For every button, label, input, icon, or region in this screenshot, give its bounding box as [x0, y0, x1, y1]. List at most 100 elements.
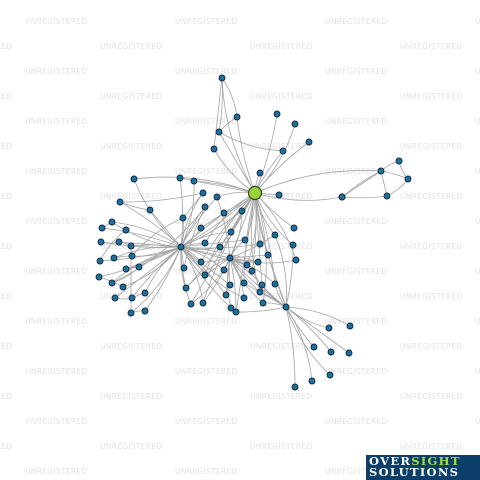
network-node[interactable]	[248, 267, 256, 275]
network-node[interactable]	[241, 236, 249, 244]
network-node[interactable]	[201, 203, 209, 211]
network-node[interactable]	[256, 288, 264, 296]
network-node[interactable]	[122, 265, 130, 273]
focus-entity-node[interactable]	[247, 185, 263, 201]
watermark-text: UNREGISTERED	[175, 17, 237, 26]
network-node[interactable]	[325, 324, 333, 332]
network-node[interactable]	[226, 281, 234, 289]
network-node[interactable]	[383, 192, 391, 200]
network-node[interactable]	[243, 261, 251, 269]
network-node[interactable]	[240, 279, 248, 287]
network-node[interactable]	[115, 238, 123, 246]
network-node[interactable]	[216, 243, 224, 251]
network-node[interactable]	[345, 349, 353, 357]
network-node[interactable]	[338, 193, 346, 201]
network-node[interactable]	[180, 264, 188, 272]
network-node[interactable]	[128, 294, 136, 302]
network-node[interactable]	[227, 228, 235, 236]
network-node[interactable]	[215, 128, 223, 136]
network-node[interactable]	[310, 343, 318, 351]
network-node[interactable]	[108, 279, 116, 287]
network-node[interactable]	[308, 377, 316, 385]
network-node[interactable]	[95, 273, 103, 281]
network-node[interactable]	[127, 242, 135, 250]
network-node[interactable]	[201, 271, 209, 279]
network-node[interactable]	[190, 177, 198, 185]
network-node[interactable]	[404, 175, 412, 183]
network-node[interactable]	[305, 138, 313, 146]
network-node[interactable]	[326, 371, 334, 379]
network-node[interactable]	[279, 147, 287, 155]
network-node[interactable]	[201, 239, 209, 247]
network-node[interactable]	[97, 238, 105, 246]
network-node[interactable]	[395, 157, 403, 165]
network-node[interactable]	[218, 74, 226, 82]
network-edge	[122, 246, 182, 288]
network-node[interactable]	[210, 145, 218, 153]
watermark-text: UNREGISTERED	[0, 42, 12, 51]
network-node[interactable]	[187, 300, 195, 308]
network-node[interactable]	[346, 322, 354, 330]
watermark-text: UNREGISTERED	[175, 467, 237, 476]
network-node[interactable]	[176, 174, 184, 182]
network-node[interactable]	[141, 307, 149, 315]
network-node[interactable]	[233, 113, 241, 121]
network-node[interactable]	[122, 226, 130, 234]
network-node[interactable]	[177, 243, 185, 251]
network-edge	[216, 196, 231, 259]
network-node[interactable]	[240, 294, 248, 302]
network-node[interactable]	[98, 224, 106, 232]
network-node[interactable]	[290, 224, 298, 232]
network-node[interactable]	[116, 198, 124, 206]
watermark-text: UNREGISTERED	[175, 67, 237, 76]
network-node[interactable]	[289, 241, 297, 249]
network-node[interactable]	[292, 256, 300, 264]
network-node[interactable]	[127, 309, 135, 317]
network-node[interactable]	[232, 308, 240, 316]
network-node[interactable]	[259, 299, 267, 307]
network-node[interactable]	[291, 120, 299, 128]
network-node[interactable]	[179, 214, 187, 222]
network-node[interactable]	[227, 304, 235, 312]
network-node[interactable]	[282, 303, 290, 311]
network-node[interactable]	[271, 231, 279, 239]
watermark-text: UNREGISTERED	[475, 117, 480, 126]
network-node[interactable]	[271, 280, 279, 288]
network-edge	[229, 257, 237, 313]
network-node[interactable]	[130, 175, 138, 183]
network-node[interactable]	[258, 281, 266, 289]
network-node[interactable]	[199, 189, 207, 197]
network-node[interactable]	[199, 299, 207, 307]
network-node[interactable]	[197, 224, 205, 232]
network-node[interactable]	[135, 263, 143, 271]
network-node[interactable]	[275, 191, 283, 199]
network-node[interactable]	[182, 284, 190, 292]
network-node[interactable]	[146, 206, 154, 214]
network-node[interactable]	[108, 218, 116, 226]
network-node[interactable]	[238, 207, 246, 215]
network-node[interactable]	[291, 383, 299, 391]
watermark-text: UNREGISTERED	[250, 242, 312, 251]
network-node[interactable]	[213, 193, 221, 201]
watermark-text: UNREGISTERED	[0, 142, 12, 151]
network-node[interactable]	[220, 266, 228, 274]
network-node[interactable]	[254, 258, 262, 266]
network-node[interactable]	[256, 240, 264, 248]
network-node[interactable]	[119, 283, 127, 291]
network-node[interactable]	[220, 209, 228, 217]
network-node[interactable]	[96, 257, 104, 265]
network-edge	[180, 246, 259, 263]
network-node[interactable]	[141, 289, 149, 297]
network-edge	[144, 246, 182, 312]
network-node[interactable]	[256, 169, 264, 177]
network-node[interactable]	[111, 294, 119, 302]
network-node[interactable]	[128, 252, 136, 260]
network-node[interactable]	[327, 348, 335, 356]
network-node[interactable]	[197, 258, 205, 266]
network-node[interactable]	[377, 167, 385, 175]
network-node[interactable]	[110, 254, 118, 262]
network-node[interactable]	[226, 254, 234, 262]
network-node[interactable]	[222, 291, 230, 299]
network-node[interactable]	[264, 251, 272, 259]
network-node[interactable]	[273, 110, 281, 118]
